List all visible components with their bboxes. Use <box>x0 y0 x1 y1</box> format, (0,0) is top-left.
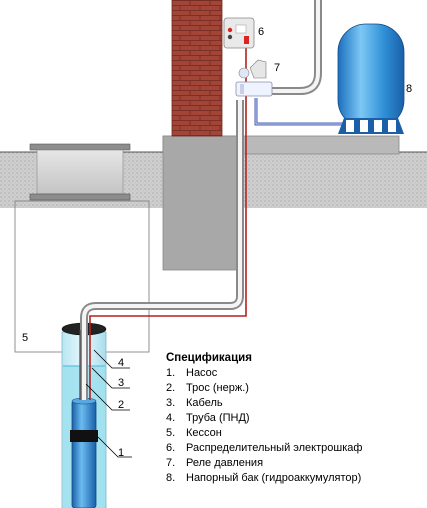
callout-1: 1 <box>118 447 124 459</box>
callout-2: 2 <box>118 399 124 411</box>
spec-item-num: 1. <box>166 367 176 379</box>
callout-7: 7 <box>274 62 280 74</box>
spec-item: 8. Напорный бак (гидроаккумулятор) <box>166 471 362 486</box>
spec-item-num: 2. <box>166 382 176 394</box>
electric-cable <box>89 46 247 400</box>
caisson-hatch <box>29 143 131 201</box>
spec-item-label: Насос <box>186 367 218 379</box>
spec-item-num: 4. <box>166 412 176 424</box>
spec-item: 7. Реле давления <box>166 456 362 471</box>
spec-item-num: 5. <box>166 427 176 439</box>
spec-item-num: 8. <box>166 472 176 484</box>
spec-item-label: Трос (нерж.) <box>186 382 249 394</box>
callout-5: 5 <box>22 332 28 344</box>
spec-item: 1. Насос <box>166 366 362 381</box>
spec-item: 5. Кессон <box>166 426 362 441</box>
spec-item-label: Кабель <box>186 397 223 409</box>
specification-legend: Спецификация 1. Насос 2. Трос (нерж.) 3. Ка… <box>166 350 362 486</box>
callout-3: 3 <box>118 377 124 389</box>
tank-pipe <box>264 0 322 95</box>
spec-item-label: Реле давления <box>186 457 264 469</box>
spec-title: Спецификация <box>166 352 252 364</box>
tank-supply-line <box>254 98 346 126</box>
leader-lines <box>85 349 132 458</box>
spec-item-num: 7. <box>166 457 176 469</box>
spec-item-label: Кессон <box>186 427 222 439</box>
pressure-switch <box>235 59 273 97</box>
callout-8: 8 <box>406 83 412 95</box>
submersible-pump <box>70 397 98 508</box>
spec-item-num: 3. <box>166 397 176 409</box>
spec-item-num: 6. <box>166 442 176 454</box>
callout-6: 6 <box>258 26 264 38</box>
spec-item: 6. Распределительный электрошкаф <box>166 441 362 456</box>
callout-4: 4 <box>118 357 124 369</box>
brick-wall <box>171 0 223 137</box>
house-foundation <box>162 135 400 271</box>
spec-item-label: Распределительный электрошкаф <box>186 442 363 454</box>
electrical-cabinet <box>223 17 255 49</box>
spec-item: 4. Труба (ПНД) <box>166 411 362 426</box>
spec-item-label: Труба (ПНД) <box>186 412 250 424</box>
spec-item-label: Напорный бак (гидроаккумулятор) <box>186 472 362 484</box>
spec-item: 2. Трос (нерж.) <box>166 381 362 396</box>
pressure-tank <box>337 23 405 134</box>
spec-item: 3. Кабель <box>166 396 362 411</box>
